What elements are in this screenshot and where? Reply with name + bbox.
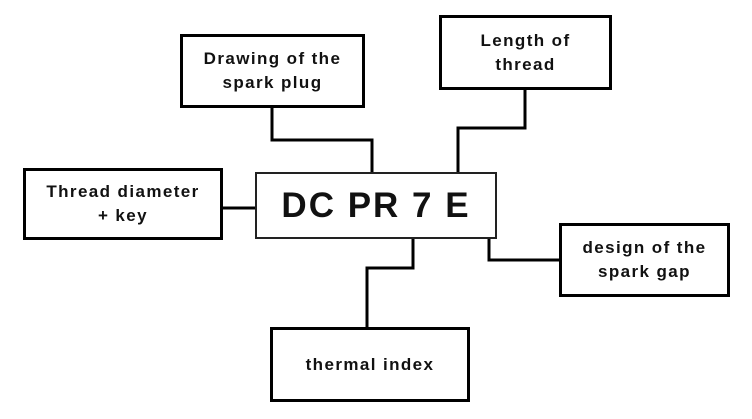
connector-thermal (365, 238, 415, 328)
spark-plug-code: DC PR 7 E (255, 172, 497, 239)
connector-length (456, 89, 527, 173)
box-spark-gap-design: design of the spark gap (559, 223, 730, 297)
box-thread-diameter: Thread diameter + key (23, 168, 223, 240)
box-thermal-index: thermal index (270, 327, 470, 402)
connector-drawing (270, 107, 374, 173)
box-length-of-thread: Length of thread (439, 15, 612, 90)
connector-gap (487, 238, 560, 262)
box-drawing-of-spark-plug: Drawing of the spark plug (180, 34, 365, 108)
